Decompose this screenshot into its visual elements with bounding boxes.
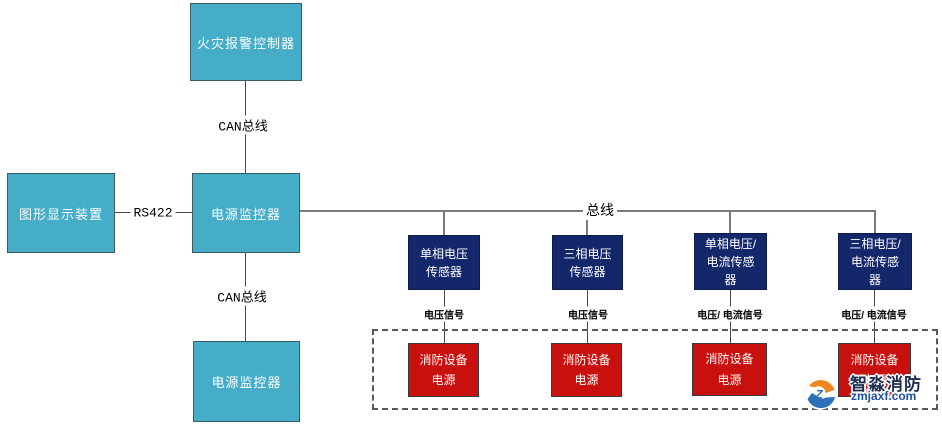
watermark-domain-text: zmjaxf.com (851, 389, 917, 403)
node-fire-power-supply-1: 消防设备 电源 (408, 343, 479, 397)
node-fire-power-supply-4: 消防设备 电源 (838, 343, 911, 397)
label-can-bus-top: CAN总线 (215, 115, 271, 135)
label-signal-1: 电压信号 (422, 306, 466, 322)
label-signal-3: 电压/ 电流信号 (695, 306, 765, 322)
label-signal-4: 电压/ 电流信号 (839, 306, 909, 322)
node-power-monitor-bottom: 电源监控器 (193, 341, 300, 422)
node-graphic-display: 图形显示装置 (7, 173, 115, 253)
bus-drop-line-1 (443, 210, 445, 235)
bus-drop-line-2 (586, 210, 588, 235)
label-bus: 总线 (583, 200, 617, 220)
svg-text:Z: Z (814, 388, 823, 402)
label-rs422: RS422 (130, 205, 176, 221)
brand-logo-icon: Z (804, 378, 836, 415)
node-fire-alarm-controller: 火灾报警控制器 (190, 3, 302, 81)
node-sensor-three-phase-voltage-current: 三相电压/ 电流传感 器 (838, 233, 912, 290)
node-sensor-three-phase-voltage: 三相电压 传感器 (552, 235, 623, 290)
watermark-brand-text: 智淼消防 (850, 375, 922, 394)
watermark: Z 智淼消防 zmjaxf.com (800, 368, 942, 416)
node-sensor-single-phase-voltage-current: 单相电压/ 电流传感 器 (694, 233, 767, 290)
label-signal-2: 电压信号 (566, 306, 610, 322)
bus-drop-line-3 (729, 210, 731, 233)
node-sensor-single-phase-voltage: 单相电压 传感器 (408, 235, 480, 290)
node-fire-power-supply-2: 消防设备 电源 (551, 343, 622, 397)
node-power-monitor-top: 电源监控器 (192, 173, 300, 253)
node-fire-power-supply-3: 消防设备 电源 (692, 343, 767, 396)
bus-drop-line-4 (874, 210, 876, 233)
fire-equipment-power-group (372, 329, 938, 410)
label-can-bus-bottom: CAN总线 (214, 286, 270, 306)
